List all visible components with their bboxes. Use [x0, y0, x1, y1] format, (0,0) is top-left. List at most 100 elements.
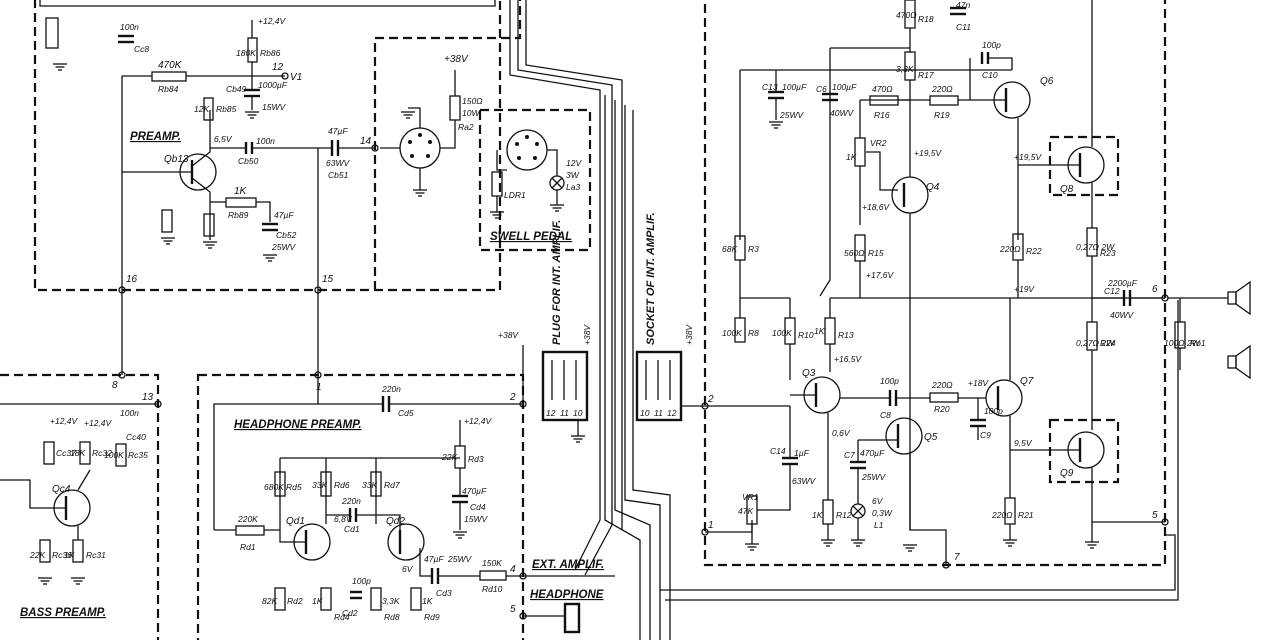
svg-text:12: 12 — [546, 408, 556, 418]
svg-text:1K: 1K — [64, 550, 75, 560]
svg-text:Cb51: Cb51 — [328, 170, 349, 180]
svg-text:1K: 1K — [814, 326, 825, 336]
svg-text:11: 11 — [654, 408, 663, 418]
transistor-q4 — [891, 176, 929, 214]
svg-text:+38V: +38V — [684, 324, 694, 345]
svg-text:1K: 1K — [846, 152, 857, 162]
svg-text:0,27Ω 2W: 0,27Ω 2W — [1076, 338, 1115, 348]
svg-text:0,3W: 0,3W — [872, 508, 893, 518]
svg-text:1: 1 — [708, 520, 714, 531]
svg-text:470Ω: 470Ω — [896, 10, 917, 20]
svg-text:47n: 47n — [956, 0, 970, 10]
preamp-section: PREAMP. Qb13 6,5V 100n Cc8 470K Rb84 12K… — [45, 16, 379, 375]
preamp-title: PREAMP. — [130, 131, 181, 143]
svg-text:4: 4 — [510, 564, 516, 575]
transistor-q5 — [885, 417, 923, 455]
svg-text:Rd5: Rd5 — [286, 482, 302, 492]
svg-text:+38V: +38V — [498, 330, 519, 340]
svg-text:C11: C11 — [956, 22, 971, 32]
svg-text:Rb84: Rb84 — [158, 84, 179, 94]
power-amp-section: 2 1 68K R3 100K R8 C13 100µF 25WV C6 100… — [701, 0, 1251, 569]
bus-wires — [39, 0, 1179, 640]
svg-text:220Ω: 220Ω — [991, 510, 1013, 520]
svg-text:Ro1: Ro1 — [1190, 338, 1206, 348]
svg-text:1: 1 — [316, 382, 322, 393]
svg-text:6: 6 — [1152, 284, 1158, 295]
svg-text:+12,4V: +12,4V — [50, 416, 79, 426]
preamp-subboard-outline — [373, 0, 522, 290]
svg-text:+16,5V: +16,5V — [834, 354, 863, 364]
svg-text:1K: 1K — [812, 510, 823, 520]
svg-text:5: 5 — [510, 604, 516, 615]
svg-text:1K: 1K — [312, 596, 323, 606]
svg-text:La3: La3 — [566, 182, 580, 192]
svg-text:22K: 22K — [29, 550, 45, 560]
svg-text:Cc37: Cc37 — [56, 448, 76, 458]
svg-text:12: 12 — [272, 62, 284, 73]
svg-text:3W: 3W — [566, 170, 580, 180]
svg-text:Rc31: Rc31 — [86, 550, 106, 560]
svg-text:PLUG FOR INT. AMPLIF.: PLUG FOR INT. AMPLIF. — [551, 220, 563, 345]
svg-text:2200µF: 2200µF — [1107, 278, 1138, 288]
svg-text:Rc35: Rc35 — [128, 450, 148, 460]
svg-text:Rb86: Rb86 — [260, 48, 281, 58]
svg-text:8: 8 — [112, 380, 118, 391]
svg-text:100p: 100p — [982, 40, 1001, 50]
svg-text:220K: 220K — [237, 514, 258, 524]
svg-text:Qc4: Qc4 — [52, 484, 71, 495]
svg-text:Cd2: Cd2 — [342, 608, 358, 618]
svg-text:220n: 220n — [381, 384, 401, 394]
svg-text:C9: C9 — [980, 430, 991, 440]
svg-text:470K: 470K — [158, 60, 183, 71]
svg-text:Cd5: Cd5 — [398, 408, 414, 418]
svg-text:5: 5 — [1152, 510, 1158, 521]
svg-text:L1: L1 — [874, 520, 884, 530]
q9-outline — [1048, 418, 1120, 484]
svg-text:10: 10 — [640, 408, 650, 418]
svg-text:47µF: 47µF — [328, 126, 348, 136]
svg-text:6,5V: 6,5V — [214, 134, 233, 144]
svg-text:Rd6: Rd6 — [334, 480, 350, 490]
svg-text:100n: 100n — [120, 408, 139, 418]
svg-text:R23: R23 — [1100, 248, 1116, 258]
svg-text:0,27Ω 2W: 0,27Ω 2W — [1076, 242, 1115, 252]
svg-text:+19,5V: +19,5V — [914, 148, 943, 158]
svg-text:SWELL PEDAL: SWELL PEDAL — [490, 231, 572, 243]
speaker-icon — [1227, 344, 1251, 380]
svg-text:R24: R24 — [1100, 338, 1116, 348]
svg-text:Rd8: Rd8 — [384, 612, 400, 622]
svg-text:100K: 100K — [722, 328, 742, 338]
svg-text:14: 14 — [360, 136, 372, 147]
svg-text:R12: R12 — [836, 510, 852, 520]
svg-text:220n: 220n — [341, 496, 361, 506]
svg-text:R8: R8 — [748, 328, 759, 338]
svg-text:25WV: 25WV — [271, 242, 296, 252]
svg-text:68K: 68K — [722, 244, 737, 254]
svg-text:VR1: VR1 — [742, 492, 759, 502]
svg-text:470Ω: 470Ω — [872, 84, 893, 94]
svg-text:R21: R21 — [1018, 510, 1034, 520]
svg-text:+12,4V: +12,4V — [84, 418, 113, 428]
svg-text:Cd3: Cd3 — [436, 588, 452, 598]
svg-text:+12,4V: +12,4V — [258, 16, 287, 26]
svg-text:C10: C10 — [982, 70, 998, 80]
svg-text:HEADPHONE PREAMP.: HEADPHONE PREAMP. — [234, 419, 362, 431]
svg-text:Cb50: Cb50 — [238, 156, 259, 166]
svg-text:560Ω: 560Ω — [844, 248, 865, 258]
svg-text:40WV: 40WV — [830, 108, 854, 118]
svg-text:R13: R13 — [838, 330, 854, 340]
svg-text:47K: 47K — [738, 506, 753, 516]
svg-text:7: 7 — [954, 552, 960, 563]
svg-text:Cb52: Cb52 — [276, 230, 297, 240]
svg-text:V1: V1 — [290, 72, 302, 83]
svg-text:1µF: 1µF — [794, 448, 810, 458]
bass-preamp-outline — [0, 373, 160, 640]
svg-text:LDR1: LDR1 — [504, 190, 526, 200]
svg-text:+18,6V: +18,6V — [862, 202, 891, 212]
svg-text:220Ω: 220Ω — [931, 380, 953, 390]
svg-text:R3: R3 — [748, 244, 759, 254]
svg-text:2: 2 — [509, 392, 516, 403]
svg-text:Qd2: Qd2 — [386, 516, 405, 527]
svg-text:Q4: Q4 — [926, 182, 940, 193]
